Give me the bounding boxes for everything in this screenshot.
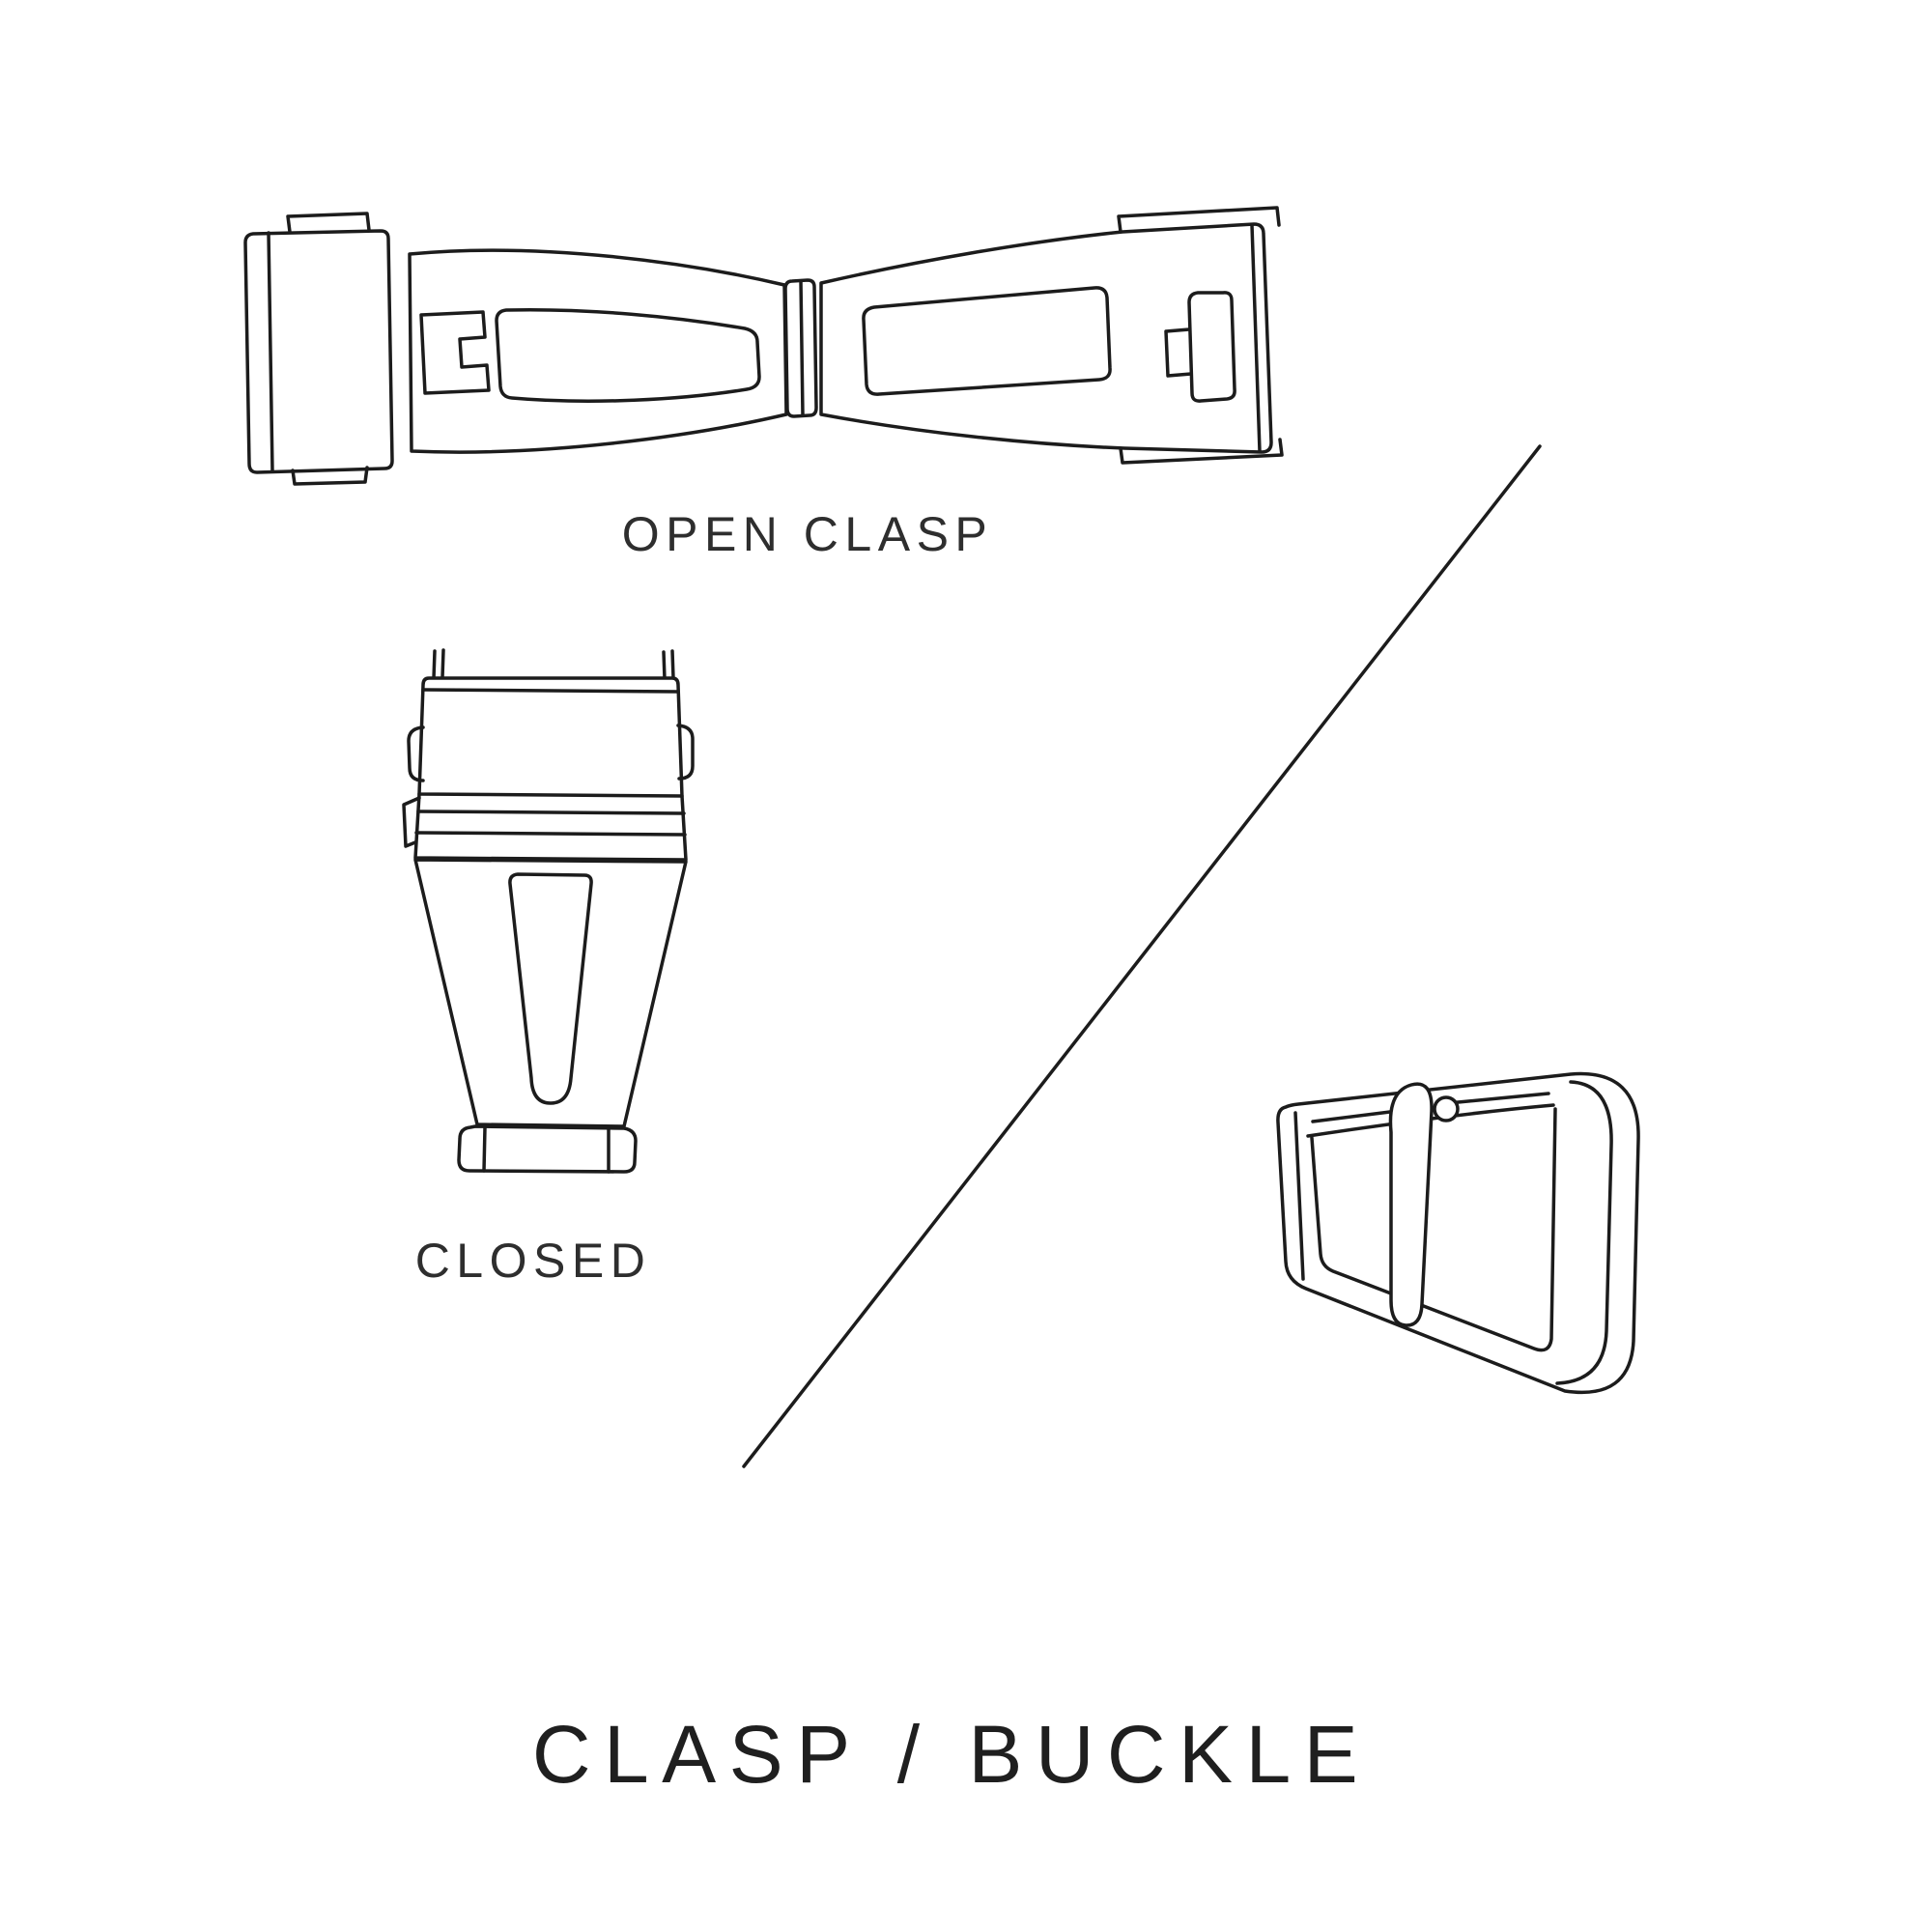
diagonal-divider-line xyxy=(742,444,1542,1468)
closed-clasp-illustration xyxy=(402,648,695,1174)
page-title: CLASP / BUCKLE xyxy=(531,1709,1372,1800)
buckle-illustration xyxy=(1276,1071,1640,1395)
closed-clasp-label: CLOSED xyxy=(414,1234,652,1288)
open-clasp-illustration xyxy=(243,206,1284,486)
open-clasp-label: OPEN CLASP xyxy=(621,507,994,561)
